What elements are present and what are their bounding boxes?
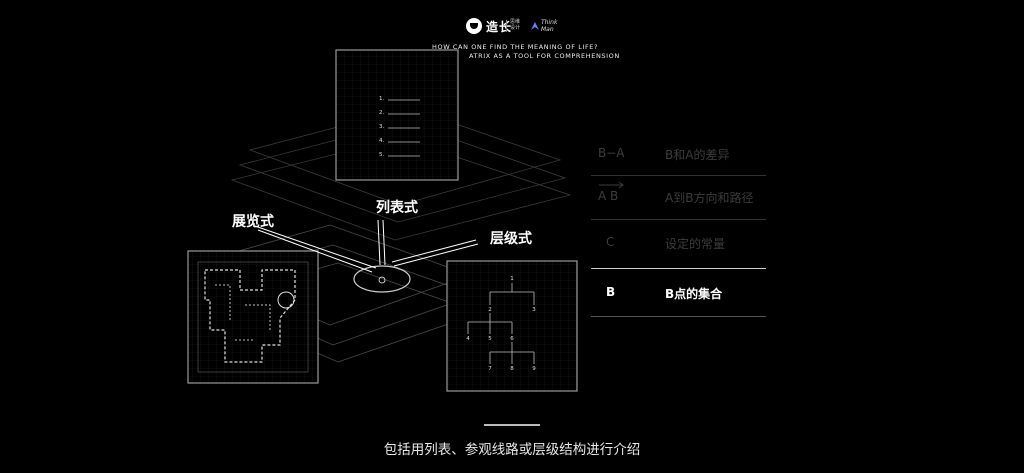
row-symbol-active: B: [606, 285, 616, 299]
floorplan-panel: [187, 250, 319, 384]
list-item-number: 4.: [379, 138, 384, 144]
list-item-number: 3.: [379, 124, 384, 130]
row-desc: B和A的差异: [665, 148, 730, 162]
tree-node: 4: [466, 336, 470, 342]
tree-node: 9: [532, 366, 536, 372]
label-hierarchy: 层级式: [490, 231, 532, 247]
tree-node: 1: [510, 276, 514, 282]
brand-subtitle: 思维 设计: [510, 19, 521, 31]
vector-arrow-icon: [599, 181, 624, 189]
tree-node: 8: [510, 366, 514, 372]
tree-node: 6: [510, 336, 514, 342]
connector-lines: [254, 219, 479, 273]
tree-node: 7: [488, 366, 492, 372]
brand-divider: [506, 20, 507, 32]
list-item-number: 1.: [379, 96, 384, 102]
row-desc-active: B点的集合: [665, 287, 723, 301]
brand-logo-icon: [466, 18, 482, 34]
row-desc: A到B方向和路径: [665, 191, 754, 205]
row-symbol: B−A: [598, 146, 625, 160]
caption: 包括用列表、参观线路或层级结构进行介绍: [383, 442, 641, 458]
list-item-number: 5.: [379, 152, 384, 158]
center-hub: [353, 265, 411, 293]
list-panel: 1. 2. 3. 4. 5.: [335, 49, 459, 181]
header-line-1: HOW CAN ONE FIND THE MEANING OF LIFE?: [432, 43, 599, 51]
row-divider: [591, 268, 766, 269]
label-browse: 展览式: [232, 214, 274, 230]
hierarchy-panel: 1 2 3 4 5 6 7 8 9: [446, 260, 578, 392]
row-divider: [591, 316, 766, 317]
tree-node: 3: [532, 307, 536, 313]
partner-logo-icon: [531, 22, 539, 30]
brand-name: 造长: [486, 20, 513, 34]
row-divider: [591, 175, 766, 176]
caption-rule: [484, 424, 540, 426]
row-desc: 设定的常量: [665, 237, 726, 251]
row-symbol: C: [606, 235, 615, 249]
partner-name: Think Man: [541, 19, 558, 33]
list-item-number: 2.: [379, 110, 384, 116]
header-line-2: ATRIX AS A TOOL FOR COMPREHENSION: [469, 52, 620, 60]
row-divider: [591, 219, 766, 220]
row-symbol: A B: [598, 189, 619, 203]
tree-node: 2: [488, 307, 492, 313]
label-list: 列表式: [376, 200, 418, 216]
brand-header: 造长 思维 设计 Think Man: [0, 18, 1024, 36]
tree-node: 5: [488, 336, 492, 342]
